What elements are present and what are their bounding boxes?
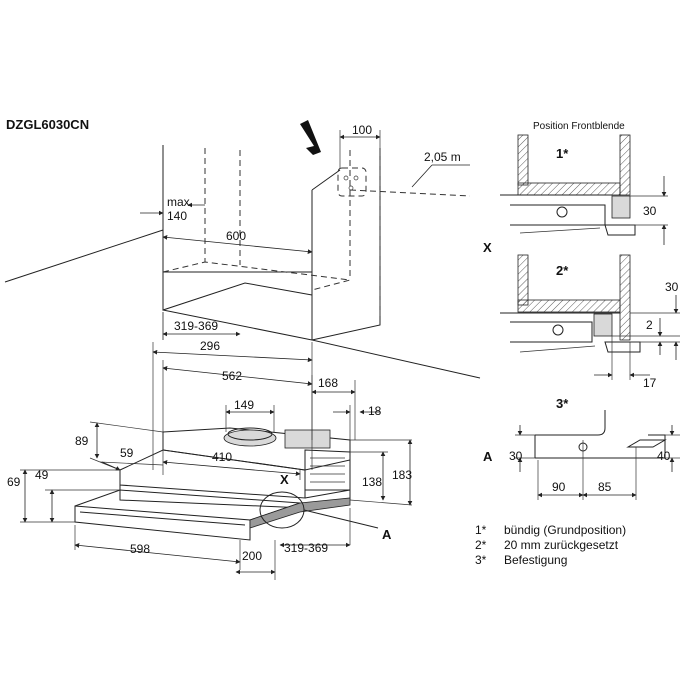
- model-title: DZGL6030CN: [6, 117, 89, 132]
- legend-key-3: 3*: [475, 553, 487, 567]
- dim-562: 562: [222, 369, 242, 383]
- dim-319-369-top: 319-369: [174, 319, 218, 333]
- dim-59: 59: [120, 446, 134, 460]
- dim-49: 49: [35, 468, 49, 482]
- detail-3: 3* 30 40 90 85: [509, 396, 680, 500]
- dim-600: 600: [226, 229, 246, 243]
- dim-598: 598: [130, 542, 150, 556]
- legend-text-3: Befestigung: [504, 553, 567, 567]
- hood-unit: [74, 427, 379, 541]
- dim-410: 410: [212, 450, 232, 464]
- marker-x-detail: X: [483, 240, 492, 255]
- dim-69: 69: [7, 475, 21, 489]
- legend: 1* bündig (Grundposition) 2* 20 mm zurüc…: [475, 523, 626, 567]
- dim-200: 200: [242, 549, 262, 563]
- legend-key-1: 1*: [475, 523, 487, 537]
- dim-2-05m: 2,05 m: [424, 150, 461, 164]
- legend-text-1: bündig (Grundposition): [504, 523, 626, 537]
- marker-a-main: A: [382, 527, 392, 542]
- marker-1: 1*: [556, 146, 569, 161]
- detail1-dim-30: 30: [643, 204, 657, 218]
- electrical-icon: [300, 120, 330, 172]
- position-heading: Position Frontblende: [533, 121, 625, 132]
- dim-296: 296: [200, 339, 220, 353]
- dim-319-369-bottom: 319-369: [284, 541, 328, 555]
- dim-89: 89: [75, 434, 89, 448]
- detail3-dim-40: 40: [657, 449, 671, 463]
- dim-18: 18: [368, 404, 382, 418]
- dim-max: max.: [167, 195, 193, 209]
- detail2-dim-2: 2: [646, 318, 653, 332]
- marker-2: 2*: [556, 263, 569, 278]
- room-sketch: [4, 120, 481, 379]
- dim-140: 140: [167, 209, 187, 223]
- detail3-dim-85: 85: [598, 480, 612, 494]
- legend-text-2: 20 mm zurückgesetzt: [504, 538, 619, 552]
- unit-dimensions: 296 562 168 149 18 89 59 410: [7, 339, 413, 580]
- marker-x-main: X: [280, 472, 289, 487]
- dim-183: 183: [392, 468, 412, 482]
- dim-100: 100: [352, 123, 372, 137]
- dim-138: 138: [362, 475, 382, 489]
- dim-168: 168: [318, 376, 338, 390]
- detail3-dim-30: 30: [509, 449, 523, 463]
- dim-149: 149: [234, 398, 254, 412]
- detail-2: 2* 30 2 17: [500, 254, 680, 390]
- legend-key-2: 2*: [475, 538, 487, 552]
- detail2-dim-30: 30: [665, 280, 679, 294]
- detail2-dim-17: 17: [643, 376, 657, 390]
- detail-1: 1* 30: [500, 134, 668, 245]
- marker-3: 3*: [556, 396, 569, 411]
- detail3-dim-90: 90: [552, 480, 566, 494]
- room-dimensions: 100 2,05 m max. 140 600 319-369: [140, 123, 470, 340]
- marker-a-detail: A: [483, 449, 493, 464]
